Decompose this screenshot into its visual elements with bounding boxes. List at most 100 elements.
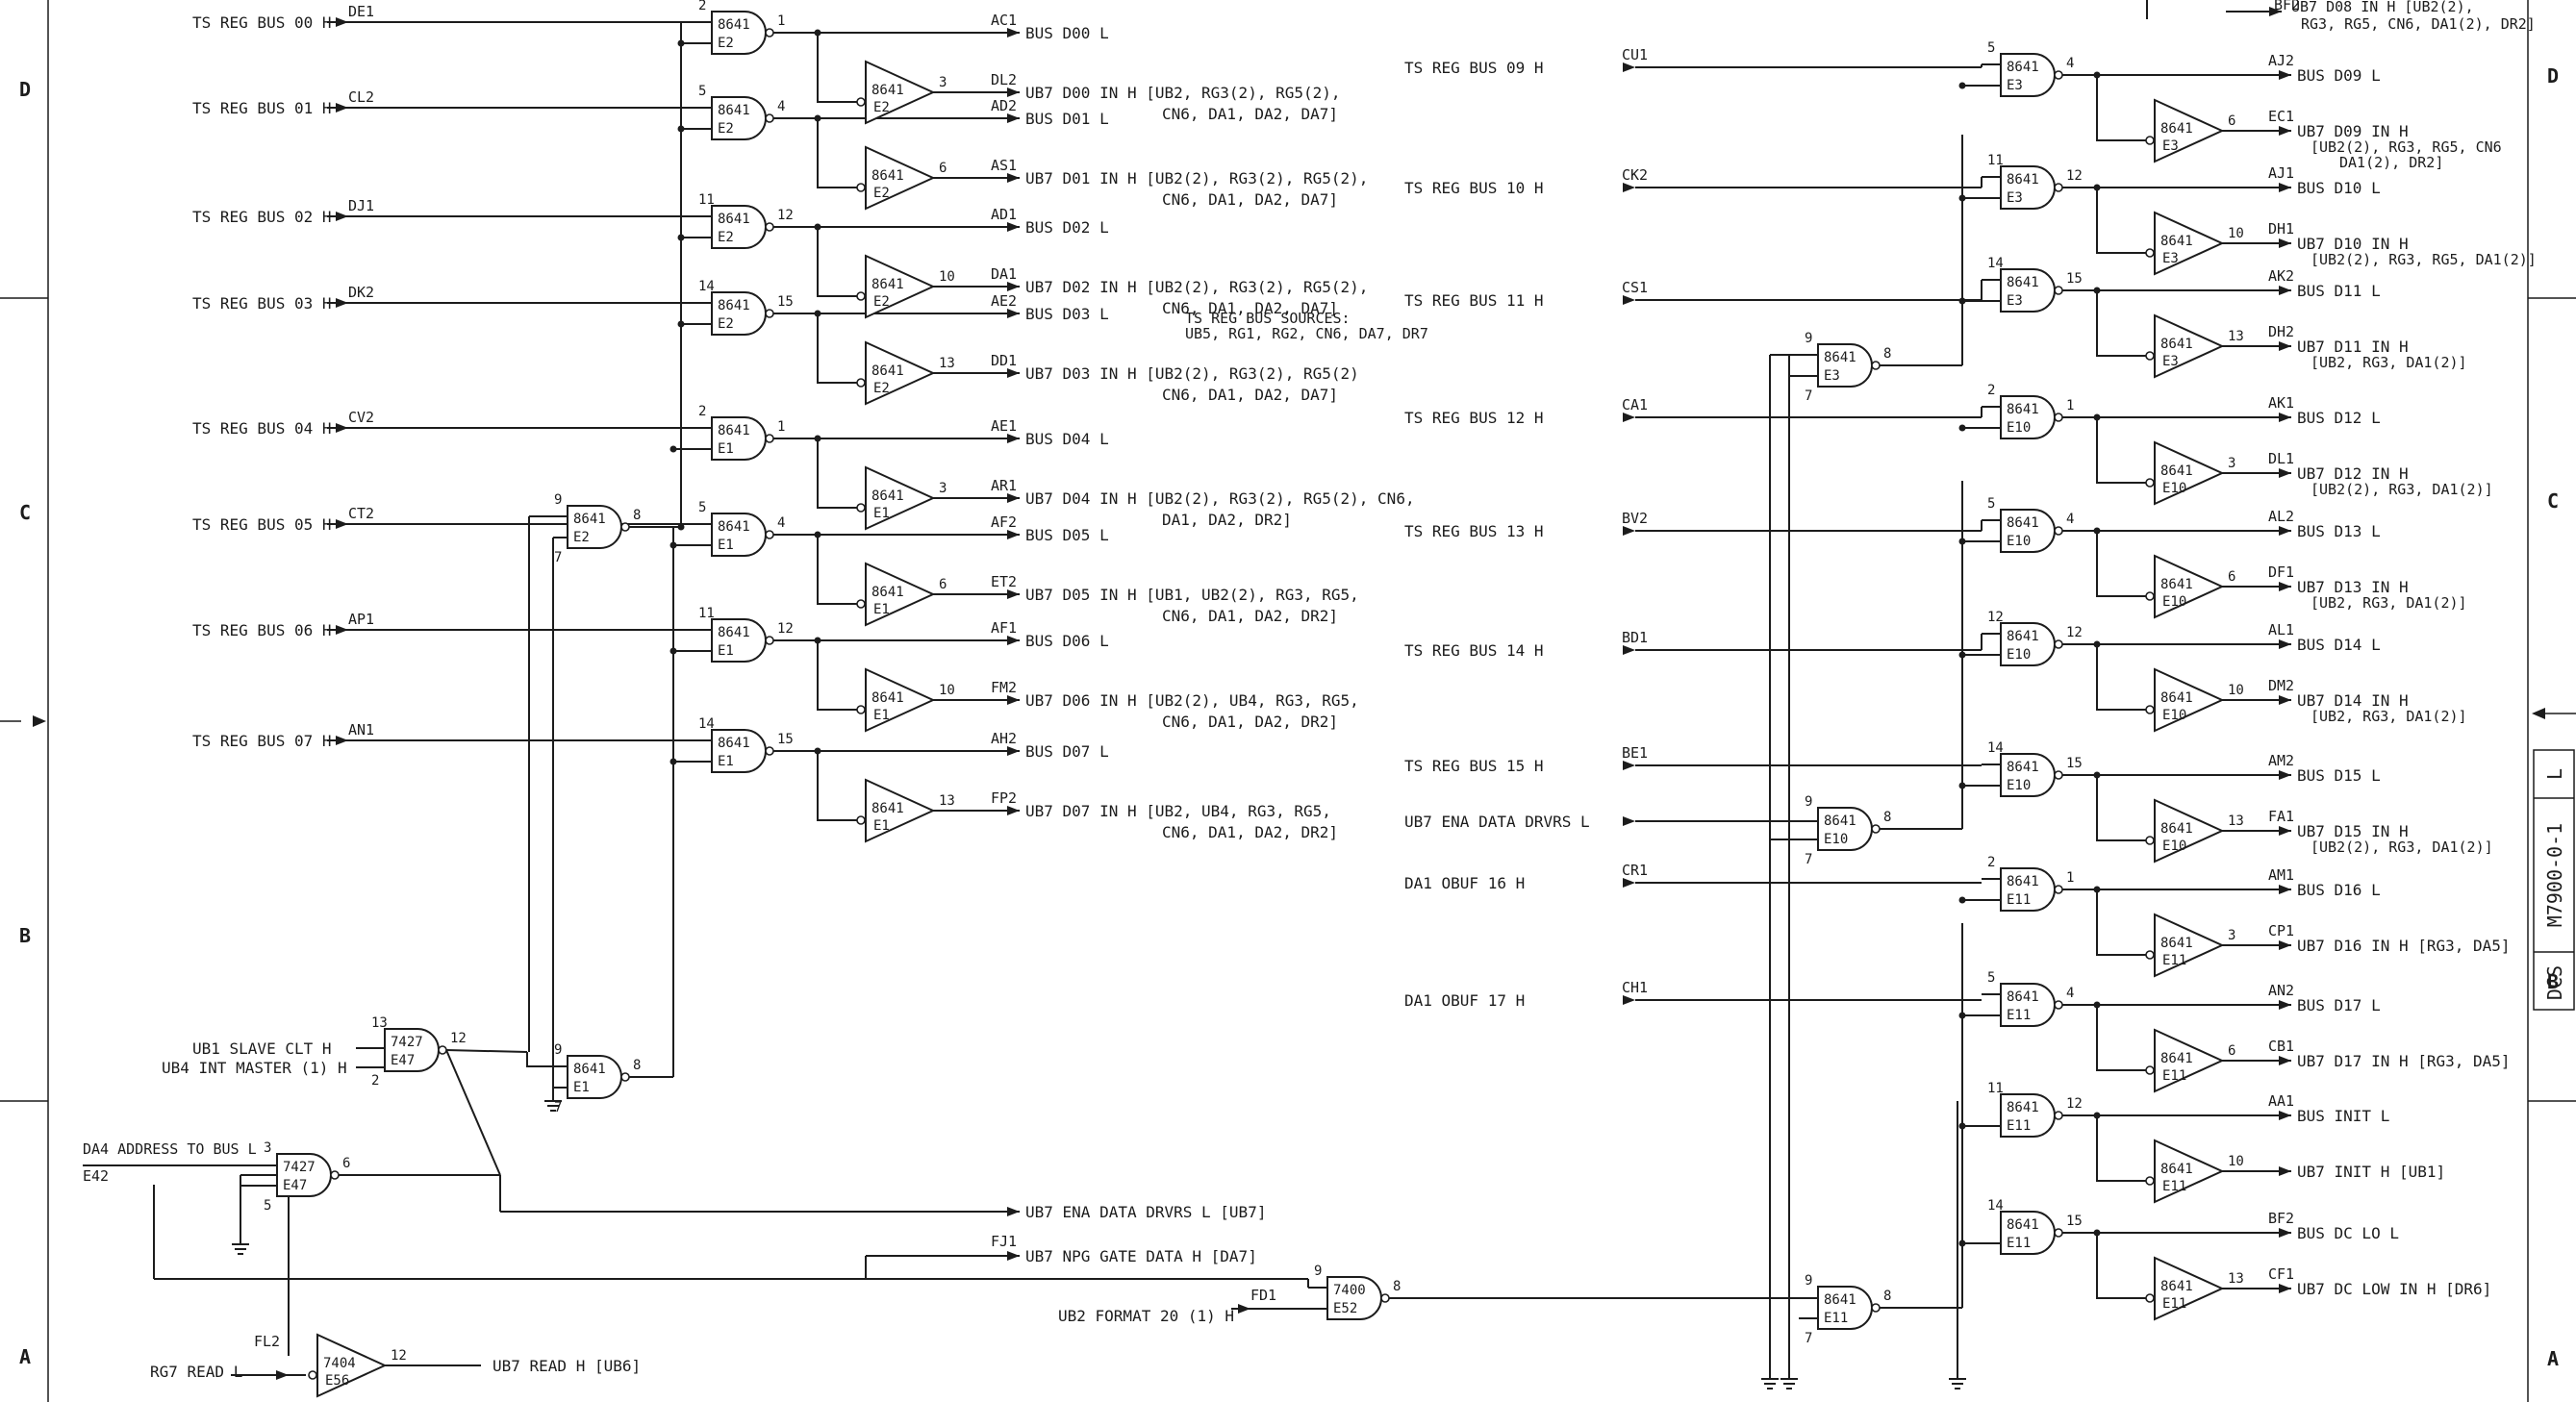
inversion-bubble <box>2054 286 2063 295</box>
gate-ref: E52 <box>1333 1301 1357 1316</box>
gate-ref: E2 <box>718 121 734 137</box>
signal-arrow <box>1623 63 1635 72</box>
inversion-bubble <box>2054 413 2063 422</box>
net-name: BE1 <box>1622 744 1648 762</box>
pin-number: 7 <box>1805 1331 1812 1346</box>
pin-number: 2 <box>1987 383 1995 398</box>
inversion-bubble <box>308 1370 317 1380</box>
inversion-bubble <box>1871 361 1881 370</box>
signal-arrow <box>1007 434 1020 443</box>
buffer-body <box>2154 440 2225 506</box>
input-signal-label: CN6, DA1, DA2, DA7] <box>1162 299 1338 317</box>
input-label: UB1 SLAVE CLT H <box>192 1039 332 1058</box>
net-name: CA1 <box>1622 396 1648 413</box>
net-name: AN1 <box>348 721 374 739</box>
signal-arrow <box>1007 530 1020 539</box>
gate-part: 8641 <box>2007 275 2039 290</box>
net-name: AN2 <box>2268 982 2294 999</box>
inversion-bubble <box>2054 639 2063 649</box>
pin-number: 12 <box>1987 610 2004 625</box>
net-name: AJ2 <box>2268 52 2294 69</box>
bus-label: BUS D02 L <box>1025 218 1109 237</box>
pin-number: 5 <box>1987 970 1995 986</box>
pin-number: 4 <box>2066 512 2074 527</box>
gate-ref: E1 <box>873 818 890 834</box>
buffer-in-wire <box>817 640 857 711</box>
input-signal-label: [UB2(2), RG3, DA1(2)] <box>2311 839 2493 856</box>
input-signal-label: UB7 D06 IN H [UB2(2), UB4, RG3, RG5, <box>1025 691 1359 710</box>
bus-label: BUS D11 L <box>2297 282 2381 300</box>
inversion-bubble <box>765 28 774 38</box>
input-signal-label: CN6, DA1, DA2, DA7] <box>1162 190 1338 209</box>
inversion-bubble <box>856 378 866 388</box>
bus-label: BUS D12 L <box>2297 409 2381 427</box>
input-label: TS REG BUS 01 H <box>192 99 332 117</box>
pin-number: 5 <box>264 1198 271 1214</box>
net-name: AP1 <box>348 611 374 628</box>
input-label: TS REG BUS 14 H <box>1404 641 1544 660</box>
net-name: AL2 <box>2268 508 2294 525</box>
net-name: AD1 <box>991 206 1017 223</box>
buffer-body <box>2154 211 2225 276</box>
pin-number: 15 <box>777 294 794 310</box>
net-name: DE1 <box>348 3 374 20</box>
gate-ref: E11 <box>2007 892 2031 908</box>
inversion-bubble <box>856 599 866 609</box>
input-signal-label: [UB2, RG3, DA1(2)] <box>2311 594 2467 612</box>
pin-number: 1 <box>777 13 785 29</box>
gate-part: 7427 <box>283 1160 316 1175</box>
gate-part: 7427 <box>391 1035 423 1050</box>
gate-part: 8641 <box>573 512 606 527</box>
input-signal-label: UB7 D03 IN H [UB2(2), RG3(2), RG5(2) <box>1025 364 1359 383</box>
net-name: DD1 <box>991 352 1017 369</box>
gate-part: 8641 <box>871 363 904 379</box>
gate-part: 7400 <box>1333 1283 1366 1298</box>
inversion-bubble <box>330 1170 340 1180</box>
input-signal-label: UB7 D10 IN H <box>2297 235 2409 253</box>
gate-part: 8641 <box>2160 121 2193 137</box>
gate-part: 8641 <box>2007 402 2039 417</box>
junction-dot <box>814 223 821 231</box>
input-signal-label: UB7 D16 IN H [RG3, DA5] <box>2297 937 2511 955</box>
gate-ref: E11 <box>2162 953 2186 968</box>
inversion-bubble <box>2145 1176 2155 1186</box>
gate-part: 8641 <box>871 168 904 184</box>
gate-part: 8641 <box>718 212 750 227</box>
pin-number: 2 <box>698 404 706 419</box>
buffer-body <box>2154 913 2225 978</box>
pin-number: 8 <box>1883 1289 1891 1304</box>
net-name: AF2 <box>991 513 1017 531</box>
buffer-in-wire <box>2096 775 2146 841</box>
gate-part: 8641 <box>2160 463 2193 479</box>
bus-label: BUS D07 L <box>1025 742 1109 761</box>
inversion-bubble <box>765 530 774 539</box>
pin-number: 3 <box>939 75 947 90</box>
gate-ref: E3 <box>2007 190 2023 206</box>
net-name: AA1 <box>2268 1092 2294 1110</box>
net-name: AS1 <box>991 157 1017 174</box>
signal-arrow <box>1007 173 1020 183</box>
bus-label: BUS D04 L <box>1025 430 1109 448</box>
signal-arrow <box>336 298 348 308</box>
signal-arrow <box>2279 1111 2291 1120</box>
gate-ref: E1 <box>873 602 890 617</box>
input-label: RG7 READ L <box>150 1363 242 1381</box>
signal-arrow <box>1007 368 1020 378</box>
pin-number: 12 <box>777 208 794 223</box>
gate-ref: E2 <box>873 381 890 396</box>
buffer-body <box>865 562 936 627</box>
inversion-bubble <box>856 183 866 192</box>
gate-ref: E11 <box>2007 1236 2031 1251</box>
net-name: CK2 <box>1622 166 1648 184</box>
pin-number: 4 <box>2066 56 2074 71</box>
pin-number: 10 <box>939 683 955 698</box>
signal-arrow <box>1007 113 1020 123</box>
